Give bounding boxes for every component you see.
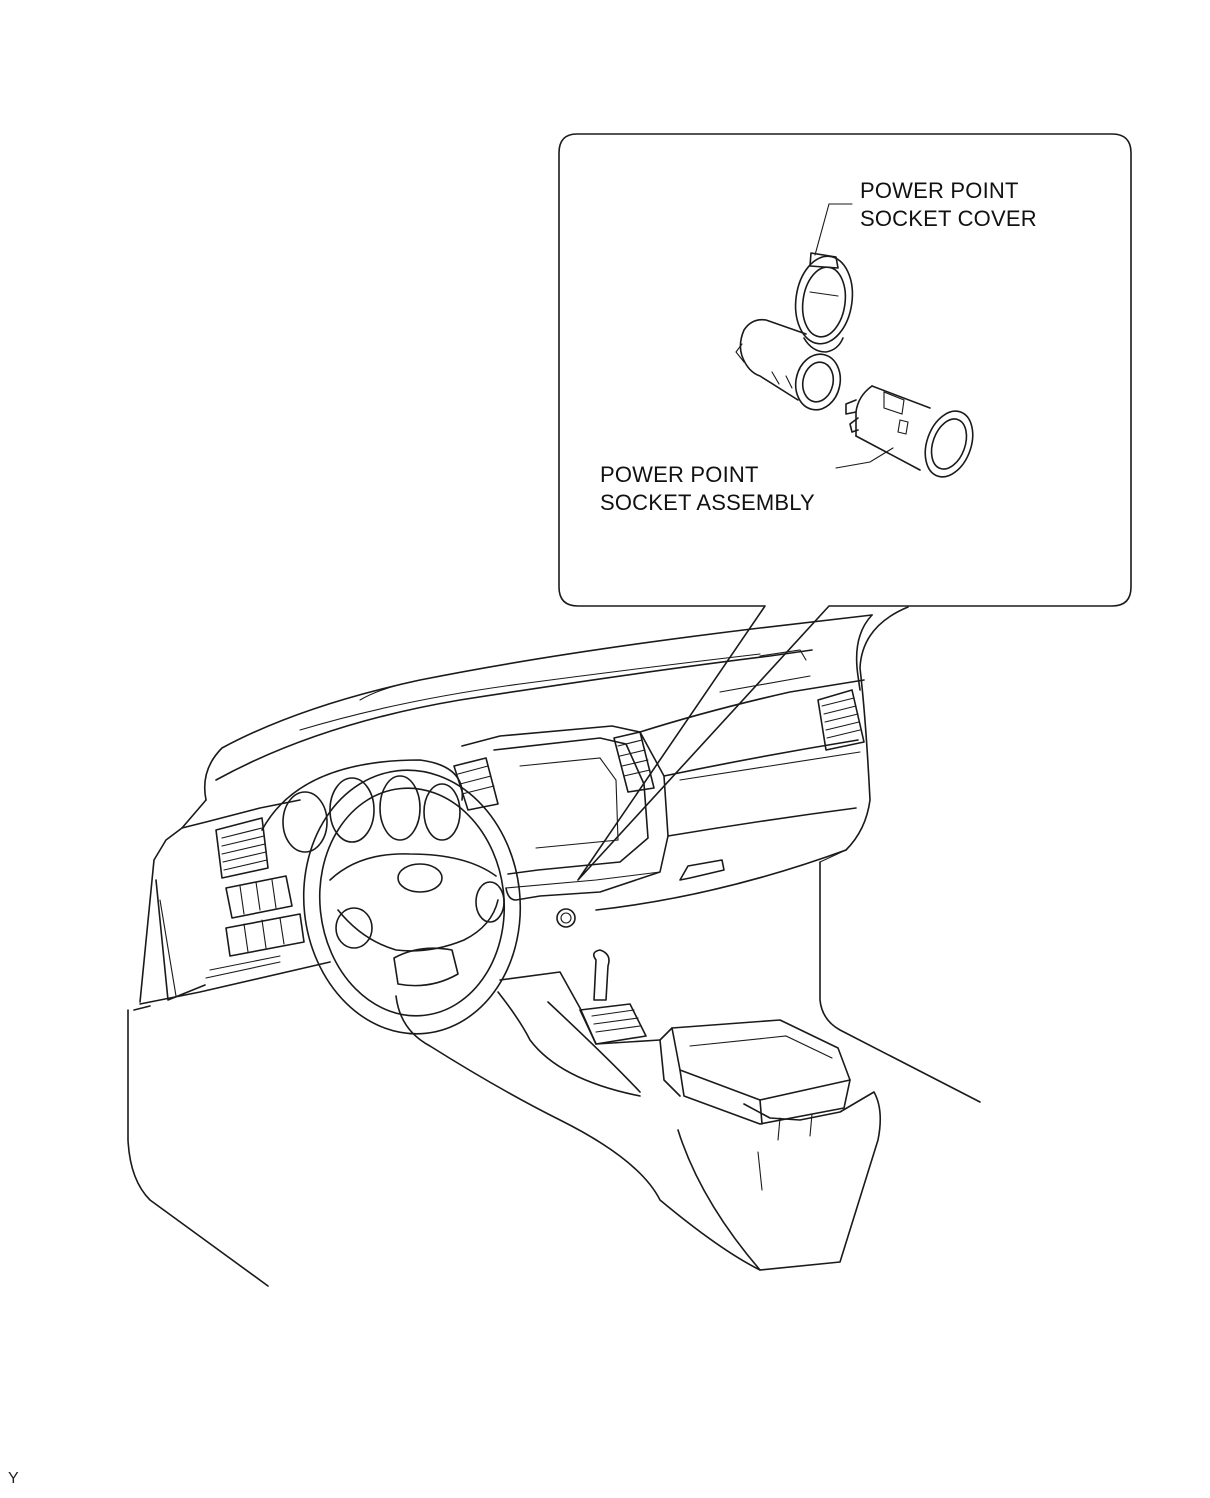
power-point-socket-cover-part [735, 252, 854, 411]
socket-cover-label-line2: SOCKET COVER [860, 206, 1037, 231]
socket-assembly-label-line2: SOCKET ASSEMBLY [600, 490, 815, 515]
leader-lines [814, 203, 894, 469]
socket-assembly-label: POWER POINT SOCKET ASSEMBLY [600, 461, 815, 517]
instrument-panel [127, 606, 981, 1287]
socket-assembly-label-line1: POWER POINT [600, 462, 759, 487]
figure-code: Y [8, 1470, 19, 1487]
right-air-vent [817, 689, 865, 751]
socket-cover-label: POWER POINT SOCKET COVER [860, 177, 1037, 233]
socket-cover-label-line1: POWER POINT [860, 178, 1019, 203]
gauge-cluster [261, 759, 464, 853]
callout-bubble [558, 133, 1132, 881]
power-point-socket-assembly-part [845, 385, 974, 478]
lower-body [395, 849, 981, 1271]
left-air-vent [215, 817, 269, 879]
center-console [497, 949, 882, 1271]
switch-panel [205, 875, 305, 979]
center-air-vent [453, 731, 655, 811]
socket-location [556, 908, 576, 928]
steering-wheel [302, 769, 522, 1035]
